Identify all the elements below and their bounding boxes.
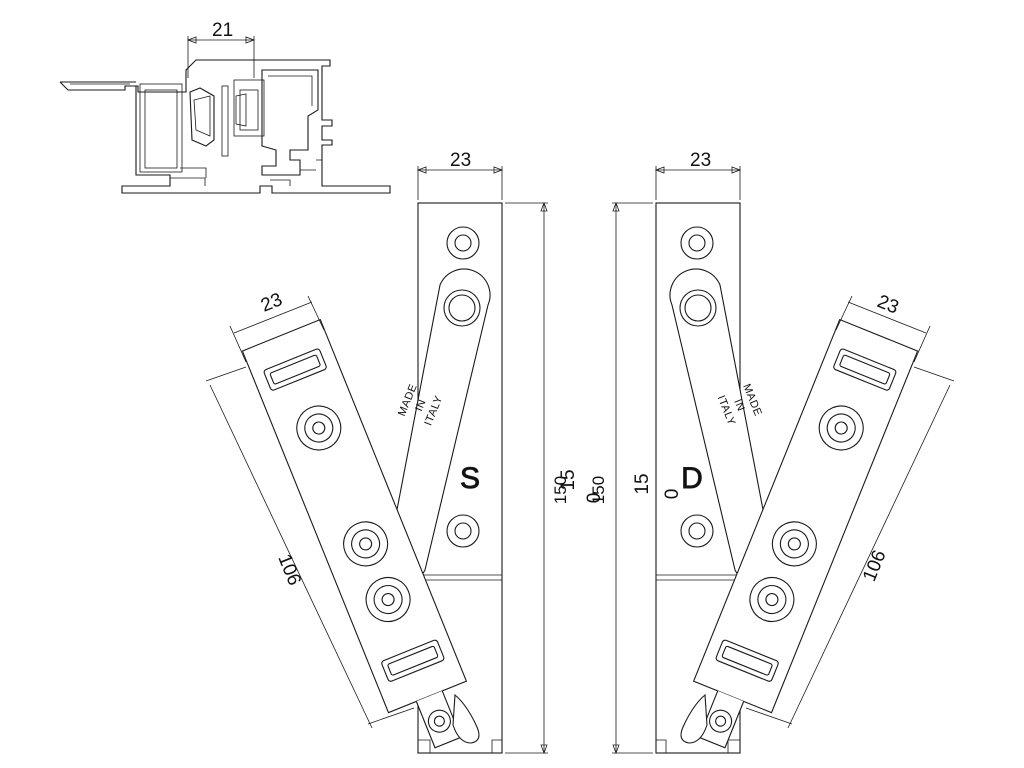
left-arm-length-dimension: 106 xyxy=(273,551,304,588)
right-screw-hole-bottom xyxy=(680,514,714,548)
left-height-dimension-a: 150 xyxy=(551,476,570,504)
left-screw-hole-top xyxy=(446,226,480,260)
right-fixed-width-dimension: 23 xyxy=(690,150,711,171)
right-side-letter: D xyxy=(681,462,703,495)
right-screw-hole-top xyxy=(680,226,714,260)
right-height-dimension-c: 0 xyxy=(662,489,683,500)
right-arm-length-dimension: 106 xyxy=(859,547,890,584)
left-fixed-width-dimension: 23 xyxy=(450,150,471,171)
left-hinge: MADE IN ITALY S xyxy=(205,150,605,755)
left-stamp-in: IN xyxy=(413,398,429,414)
left-side-letter: S xyxy=(460,462,480,495)
right-sash-arm xyxy=(692,318,919,749)
left-screw-hole-bottom xyxy=(446,514,480,548)
left-sash-arm xyxy=(241,318,468,749)
profile-section: 21 xyxy=(59,20,391,194)
left-height-dimension-c: 0 xyxy=(584,493,605,504)
left-height-dimension-b: 15 xyxy=(558,469,579,490)
right-hinge: MADE IN ITALY D 23 xyxy=(589,150,955,755)
profile-width-dimension: 21 xyxy=(212,20,233,41)
right-stamp-in: IN xyxy=(731,398,747,414)
right-height-dimension-b: 15 xyxy=(632,473,653,494)
left-arm-width-dimension: 23 xyxy=(258,289,285,316)
right-height-dimension-a: 150 xyxy=(589,476,608,504)
